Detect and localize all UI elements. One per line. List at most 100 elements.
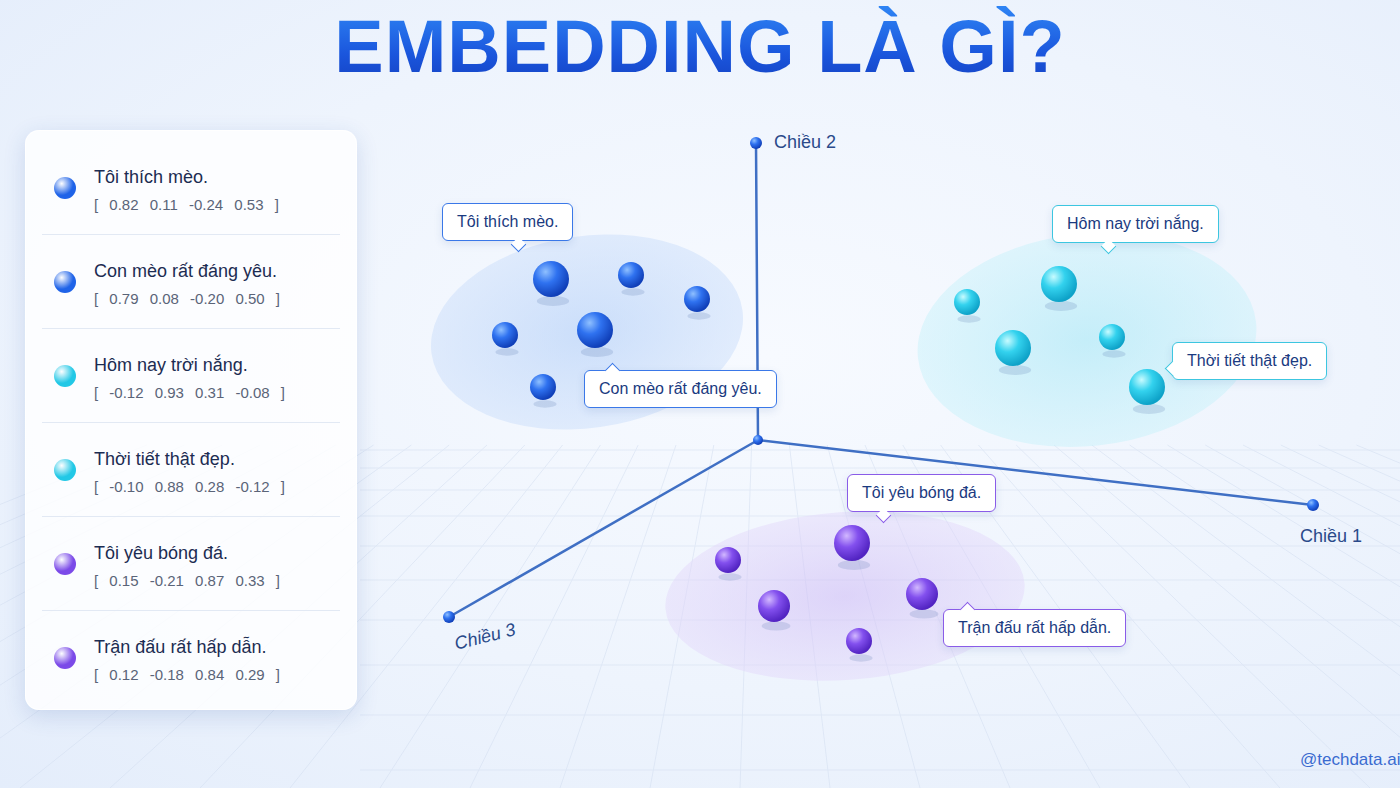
color-dot: [54, 365, 76, 387]
panel-row: Trận đấu rất hấp dẫn. [ 0.12 -0.18 0.84 0…: [26, 611, 356, 705]
sphere-shadow: [495, 348, 518, 355]
vector-values: [ 0.12 -0.18 0.84 0.29 ]: [94, 666, 280, 683]
callout-bubble: Hôm nay trời nắng.: [1052, 205, 1219, 243]
cluster-region: [418, 215, 756, 449]
row-separator: [42, 234, 340, 235]
sphere-shadow: [537, 296, 569, 306]
grid-line: [1130, 445, 1400, 788]
callout-bubble: Tôi thích mèo.: [442, 203, 573, 241]
panel-row: Tôi thích mèo. [ 0.82 0.11 -0.24 0.53 ]: [26, 141, 356, 235]
row-separator: [42, 610, 340, 611]
axis-line: [758, 440, 1313, 505]
data-point-sphere: [577, 312, 613, 348]
data-point-sphere: [1099, 324, 1125, 350]
sentence-text: Hôm nay trời nắng.: [94, 355, 248, 376]
data-point-sphere: [618, 262, 644, 288]
sphere-shadow: [621, 288, 644, 295]
sphere-shadow: [533, 400, 556, 407]
sphere-shadow: [1102, 350, 1125, 357]
callout-text: Tôi yêu bóng đá.: [862, 484, 981, 501]
vector-values: [ -0.10 0.88 0.28 -0.12 ]: [94, 478, 285, 495]
sphere-shadow: [849, 654, 872, 661]
row-separator: [42, 516, 340, 517]
vector-values: [ 0.79 0.08 -0.20 0.50 ]: [94, 290, 280, 307]
panel-row: Thời tiết thật đẹp. [ -0.10 0.88 0.28 -0.…: [26, 423, 356, 517]
data-point-sphere: [1129, 369, 1165, 405]
title: EMBEDDING LÀ GÌ?: [0, 4, 1400, 89]
sentence-vector-panel: Tôi thích mèo. [ 0.82 0.11 -0.24 0.53 ] Co…: [25, 130, 357, 710]
color-dot: [54, 177, 76, 199]
panel-row: Hôm nay trời nắng. [ -0.12 0.93 0.31 -0.0…: [26, 329, 356, 423]
vector-values: [ 0.82 0.11 -0.24 0.53 ]: [94, 196, 279, 213]
sentence-text: Trận đấu rất hấp dẫn.: [94, 637, 266, 658]
sphere-shadow: [687, 312, 710, 319]
sphere-shadow: [910, 610, 939, 619]
grid-line: [360, 715, 1400, 716]
color-dot: [54, 647, 76, 669]
data-point-sphere: [530, 374, 556, 400]
data-point-sphere: [834, 525, 870, 561]
sphere-shadow: [718, 573, 741, 580]
axis-end: [443, 611, 455, 623]
grid-line: [1356, 445, 1400, 788]
callout-bubble: Trận đấu rất hấp dẫn.: [943, 609, 1126, 647]
grid-line: [380, 445, 600, 788]
sentence-text: Con mèo rất đáng yêu.: [94, 261, 277, 282]
callout-text: Thời tiết thật đẹp.: [1187, 352, 1312, 369]
row-separator: [42, 328, 340, 329]
sphere-shadow: [1045, 301, 1077, 311]
sentence-text: Tôi yêu bóng đá.: [94, 543, 228, 564]
grid-line: [470, 445, 638, 788]
grid-line: [1243, 445, 1400, 788]
callout-text: Con mèo rất đáng yêu.: [599, 380, 762, 397]
callout-bubble: Tôi yêu bóng đá.: [847, 474, 996, 512]
sphere-shadow: [581, 347, 613, 357]
watermark: @techdata.ai: [1300, 750, 1400, 770]
axis-line: [449, 440, 758, 617]
data-point-sphere: [715, 547, 741, 573]
row-separator: [42, 422, 340, 423]
data-point-sphere: [1041, 266, 1077, 302]
color-dot: [54, 553, 76, 575]
data-point-sphere: [906, 578, 938, 610]
data-point-sphere: [533, 261, 569, 297]
cluster-region: [660, 500, 1031, 693]
panel-row: Tôi yêu bóng đá. [ 0.15 -0.21 0.87 0.33 ]: [26, 517, 356, 611]
data-point-sphere: [492, 322, 518, 348]
data-point-sphere: [846, 628, 872, 654]
grid-line: [1281, 445, 1400, 788]
grid-line: [360, 770, 1400, 771]
callout-bubble: Thời tiết thật đẹp.: [1172, 342, 1327, 380]
panel-row: Con mèo rất đáng yêu. [ 0.79 0.08 -0.20 0…: [26, 235, 356, 329]
data-point-sphere: [758, 590, 790, 622]
vector-values: [ 0.15 -0.21 0.87 0.33 ]: [94, 572, 280, 589]
grid-line: [360, 450, 1400, 451]
sphere-shadow: [957, 315, 980, 322]
cluster-region: [907, 217, 1267, 463]
axis-origin: [753, 435, 763, 445]
sphere-shadow: [1133, 404, 1165, 414]
sentence-text: Thời tiết thật đẹp.: [94, 449, 235, 470]
sphere-shadow: [838, 560, 870, 570]
sphere-shadow: [762, 622, 791, 631]
axis-label: Chiều 1: [1300, 526, 1362, 547]
data-point-sphere: [954, 289, 980, 315]
callout-bubble: Con mèo rất đáng yêu.: [584, 370, 777, 408]
grid-line: [1319, 445, 1400, 788]
sentence-text: Tôi thích mèo.: [94, 167, 208, 188]
color-dot: [54, 271, 76, 293]
grid-line: [1167, 445, 1400, 788]
callout-text: Hôm nay trời nắng.: [1067, 215, 1204, 232]
axis-label: Chiều 2: [774, 132, 836, 153]
data-point-sphere: [684, 286, 710, 312]
vector-values: [ -0.12 0.93 0.31 -0.08 ]: [94, 384, 285, 401]
axis-end: [1307, 499, 1319, 511]
grid-line: [360, 468, 1400, 469]
callout-text: Tôi thích mèo.: [457, 213, 558, 230]
axis-end: [750, 137, 762, 149]
data-point-sphere: [995, 330, 1031, 366]
sphere-shadow: [999, 365, 1031, 375]
color-dot: [54, 459, 76, 481]
callout-text: Trận đấu rất hấp dẫn.: [958, 619, 1111, 636]
